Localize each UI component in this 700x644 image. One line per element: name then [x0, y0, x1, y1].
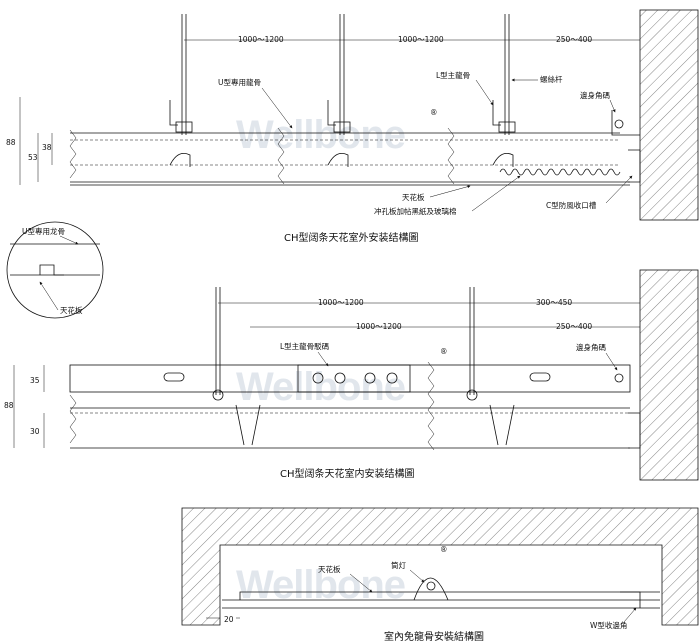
dim-keelless-20: 20 — [224, 615, 234, 624]
wall-hatch-2 — [639, 269, 699, 481]
label-angle-outdoor: 邊身角碼 — [580, 90, 610, 100]
dim-outdoor-38: 38 — [42, 143, 52, 152]
dim-outdoor-88: 88 — [6, 138, 16, 147]
label-rod: 螺絲杆 — [540, 74, 563, 84]
label-c-trim: C型防風收口槽 — [546, 200, 597, 210]
dim-indoor-1: 1000～1200 — [318, 298, 364, 307]
title-indoor: CH型阔条天花室内安装结構圖 — [280, 467, 415, 480]
keelless-panel — [222, 591, 660, 609]
room-hatch — [181, 507, 699, 626]
keelless-section: Wellbone ® 天花板 筒灯 W型收邊角 20 室內免龍骨安裝結構圖 — [181, 507, 699, 643]
label-u-keel: U型專用龍骨 — [218, 77, 261, 87]
dim-indoor-4: 250～400 — [556, 322, 592, 331]
dim-indoor-35: 35 — [30, 376, 40, 385]
threaded-rods — [175, 14, 516, 135]
registered-mark-3: ® — [440, 545, 448, 554]
watermark-logo: Wellbone — [236, 113, 405, 157]
dim-indoor-88: 88 — [4, 401, 14, 410]
label-panel: 天花板 — [402, 192, 425, 202]
dim-outdoor-1: 1000～1200 — [238, 35, 284, 44]
indoor-section: Wellbone ® 1000～1200 300～450 1000～1200 2… — [4, 269, 699, 481]
label-lamp: 筒灯 — [391, 560, 406, 570]
dim-outdoor-3: 250～400 — [556, 35, 592, 44]
label-keelless-panel: 天花板 — [318, 564, 341, 574]
label-angle-indoor: 邊身角碼 — [576, 342, 606, 352]
outdoor-section: Wellbone ® 1000～1200 1000～1200 250～400 — [6, 9, 699, 244]
label-l-connector: L型主龍骨駁碼 — [280, 341, 330, 351]
outdoor-panel — [69, 110, 641, 186]
detail-callout: U型專用龙骨 天花板 — [6, 221, 104, 319]
watermark-logo-2: Wellbone — [236, 365, 405, 409]
keel-connector — [297, 364, 411, 393]
downlight — [413, 577, 449, 601]
dim-indoor-30: 30 — [30, 427, 40, 436]
label-perforated: 冲孔板加帖黑紙及玻璃棉 — [374, 206, 457, 216]
dim-outdoor-53: 53 — [28, 153, 38, 162]
title-keelless: 室內免龍骨安裝結構圖 — [384, 630, 484, 643]
registered-mark-2: ® — [440, 347, 448, 356]
registered-mark: ® — [430, 108, 438, 117]
dim-outdoor-2: 1000～1200 — [398, 35, 444, 44]
label-w-trim: W型收邊角 — [590, 620, 627, 630]
wall-hatch — [639, 9, 699, 221]
title-outdoor: CH型阔条天花室外安装结構圖 — [284, 231, 419, 244]
label-l-main: L型主龍骨 — [436, 70, 470, 80]
dim-indoor-2: 1000～1200 — [356, 322, 402, 331]
detail-label-panel: 天花板 — [60, 305, 83, 315]
dim-indoor-3: 300～450 — [536, 298, 572, 307]
detail-label-u-keel: U型專用龙骨 — [22, 226, 65, 236]
